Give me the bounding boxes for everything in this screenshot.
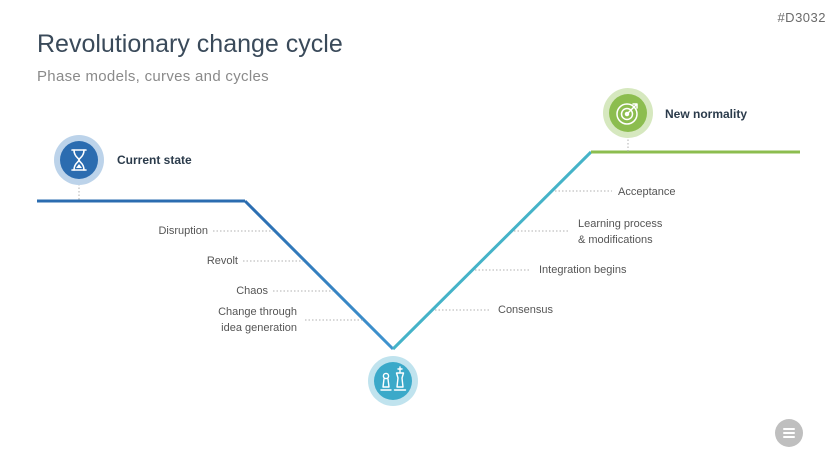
phase-label-line: Chaos: [236, 285, 268, 297]
phase-label-line: Change through: [218, 306, 297, 318]
phase-label-line: Consensus: [498, 304, 554, 316]
phase-label-chaos: Chaos: [236, 283, 268, 299]
new-normality-label: New normality: [665, 107, 748, 121]
page-title: Revolutionary change cycle: [37, 30, 343, 58]
phase-label-line: & modifications: [578, 234, 653, 246]
phase-label-learning-process: Learning process & modifications: [578, 216, 662, 248]
phase-label-revolt: Revolt: [207, 253, 238, 269]
phase-label-line: Integration begins: [539, 264, 627, 276]
phase-label-line: Revolt: [206, 255, 238, 267]
phase-label-acceptance: Acceptance: [618, 184, 675, 200]
phase-label-idea-generation: Change through idea generation: [218, 304, 297, 336]
target-icon: [603, 88, 653, 138]
phase-label-line: Learning process: [578, 218, 663, 230]
phase-label-consensus: Consensus: [498, 302, 553, 318]
menu-button[interactable]: [775, 419, 803, 447]
phase-label-integration: Integration begins: [539, 262, 626, 278]
page-subtitle: Phase models, curves and cycles: [37, 68, 269, 85]
rise-line: [391, 150, 593, 351]
phase-label-line: idea generation: [221, 322, 297, 334]
phase-label-line: Disruption: [158, 225, 208, 237]
chess-pieces-icon: [368, 356, 418, 406]
slide-id: #D3032: [777, 10, 826, 25]
decline-line: [243, 199, 395, 351]
hourglass-icon: [54, 135, 104, 185]
current-state-label: Current state: [117, 153, 192, 167]
phase-label-disruption: Disruption: [158, 223, 208, 239]
phase-label-line: Acceptance: [618, 186, 676, 198]
